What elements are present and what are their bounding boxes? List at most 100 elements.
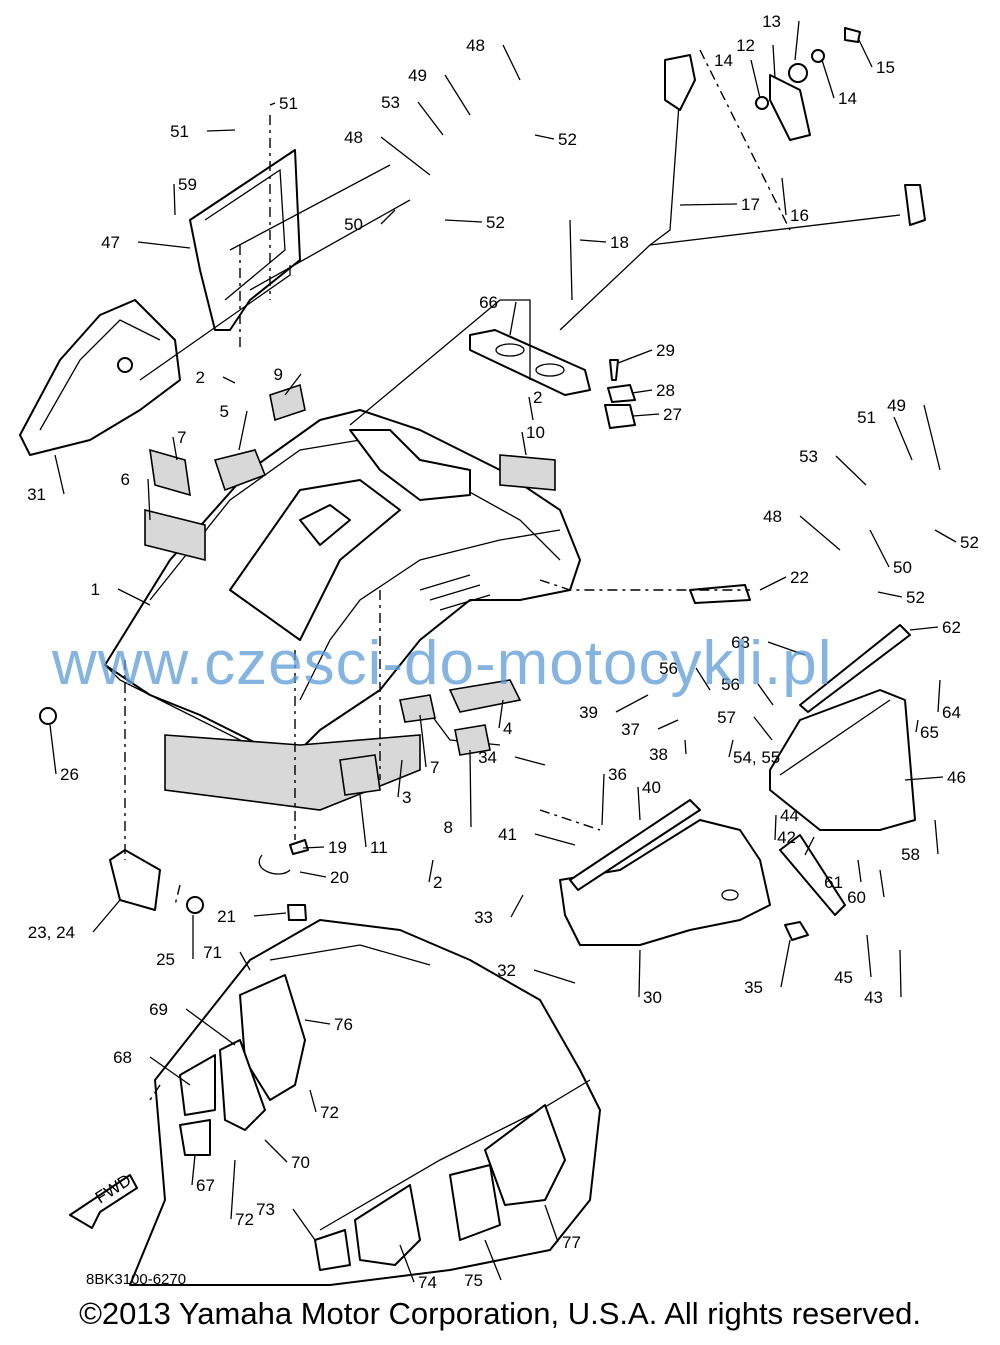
callout-leader xyxy=(899,949,902,998)
callout-leader xyxy=(772,44,776,79)
callout-number: 62 xyxy=(942,618,961,637)
callout-number: 6 xyxy=(121,470,130,489)
callout-leader xyxy=(781,177,787,216)
callout-leader xyxy=(304,1019,331,1025)
foam-pads xyxy=(144,383,556,811)
callout-leader xyxy=(253,912,287,917)
callout-number: 8 xyxy=(444,818,453,837)
callout-leader xyxy=(514,756,546,766)
callout-leader xyxy=(909,626,939,631)
callout-leader xyxy=(510,894,524,918)
callout-number: 65 xyxy=(920,723,939,742)
callout-leader xyxy=(521,431,527,456)
callout-number: 14 xyxy=(714,51,733,70)
callout-leader xyxy=(147,478,151,521)
callout-number: 42 xyxy=(777,828,796,847)
callout-leader xyxy=(544,1204,559,1243)
callout-leader xyxy=(149,1056,191,1086)
callout-number: 22 xyxy=(790,568,809,587)
callout-number: 49 xyxy=(887,396,906,415)
callout-leader xyxy=(915,719,919,733)
callout-leader xyxy=(380,136,431,176)
callout-number: 53 xyxy=(799,447,818,466)
callout-number: 39 xyxy=(579,703,598,722)
callout-number: 52 xyxy=(558,130,577,149)
callout-leader xyxy=(534,134,555,140)
callout-number: 10 xyxy=(526,423,545,442)
callout-leader xyxy=(92,899,121,933)
callout-number: 63 xyxy=(731,633,750,652)
callout-number: 77 xyxy=(562,1233,581,1252)
callout-leader xyxy=(857,37,873,68)
callout-number: 2 xyxy=(533,388,542,407)
callout-leader xyxy=(774,814,777,841)
callout-leader xyxy=(222,376,236,384)
callout-number: 31 xyxy=(27,485,46,504)
callout-number: 75 xyxy=(464,1271,483,1290)
callout-leader xyxy=(679,203,738,206)
callout-leader xyxy=(172,436,178,461)
callout-leader xyxy=(469,749,472,828)
callout-leader xyxy=(299,871,327,878)
callout-number: 51 xyxy=(857,408,876,427)
callout-number: 23, 24 xyxy=(28,923,75,942)
callout-number: 19 xyxy=(328,838,347,857)
callout-number: 64 xyxy=(942,703,961,722)
callout-leader xyxy=(601,773,605,826)
callout-leader xyxy=(444,74,471,116)
callout-leader xyxy=(397,759,403,798)
callout-number: 72 xyxy=(235,1210,254,1229)
cable-assembly xyxy=(559,27,926,331)
callout-leader xyxy=(780,939,791,988)
callout-leader xyxy=(380,209,396,225)
callout-leader xyxy=(428,859,434,883)
callout-leader xyxy=(534,833,576,846)
callout-leader xyxy=(934,819,939,855)
callout-leader xyxy=(533,969,576,984)
callout-leader xyxy=(484,1239,502,1281)
callout-number: 13 xyxy=(762,12,781,31)
callout-number: 46 xyxy=(947,768,966,787)
callout-number: 11 xyxy=(370,838,388,857)
callout-leader xyxy=(185,1008,236,1046)
callout-leader xyxy=(419,714,427,768)
callout-leader xyxy=(417,101,444,136)
callout-leader xyxy=(498,699,504,729)
callout-leader xyxy=(269,102,276,106)
diagram-code: 8BK3100-6270 xyxy=(86,1271,187,1288)
callout-leader xyxy=(767,641,806,656)
callout-leader xyxy=(695,667,711,691)
callout-leader xyxy=(173,183,176,216)
callout-leader xyxy=(877,591,903,598)
callout-leader xyxy=(804,836,815,856)
callout-number: 57 xyxy=(717,708,736,727)
callout-number: 72 xyxy=(320,1103,339,1122)
callout-number: 70 xyxy=(291,1153,310,1172)
callout-number: 9 xyxy=(274,365,283,384)
callout-number: 12 xyxy=(736,36,755,55)
callout-number: 49 xyxy=(408,66,427,85)
copyright-notice: ©2013 Yamaha Motor Corporation, U.S.A. A… xyxy=(79,1296,921,1331)
callout-leader xyxy=(264,1139,288,1163)
callout-number: 35 xyxy=(744,978,763,997)
callout-number: 3 xyxy=(402,788,411,807)
side-panels-right xyxy=(689,584,916,831)
callout-leader xyxy=(309,1089,317,1113)
callout-number: 74 xyxy=(418,1273,437,1292)
callout-leader xyxy=(799,515,841,551)
callout-number: 56 xyxy=(659,659,678,678)
callout-number: 71 xyxy=(203,943,222,962)
callout-number: 69 xyxy=(149,1000,168,1019)
callout-leader xyxy=(230,1159,236,1220)
callout-number: 76 xyxy=(334,1015,353,1034)
callout-number: 2 xyxy=(433,873,442,892)
callout-number: 2 xyxy=(196,368,205,387)
hood-part xyxy=(104,409,581,761)
callout-number: 61 xyxy=(824,873,843,892)
callout-number: 50 xyxy=(893,558,912,577)
callout-number: 36 xyxy=(608,765,627,784)
callout-leader xyxy=(509,301,517,336)
callout-number: 5 xyxy=(220,402,229,421)
callout-leader xyxy=(49,724,57,775)
callout-leader xyxy=(866,934,872,978)
